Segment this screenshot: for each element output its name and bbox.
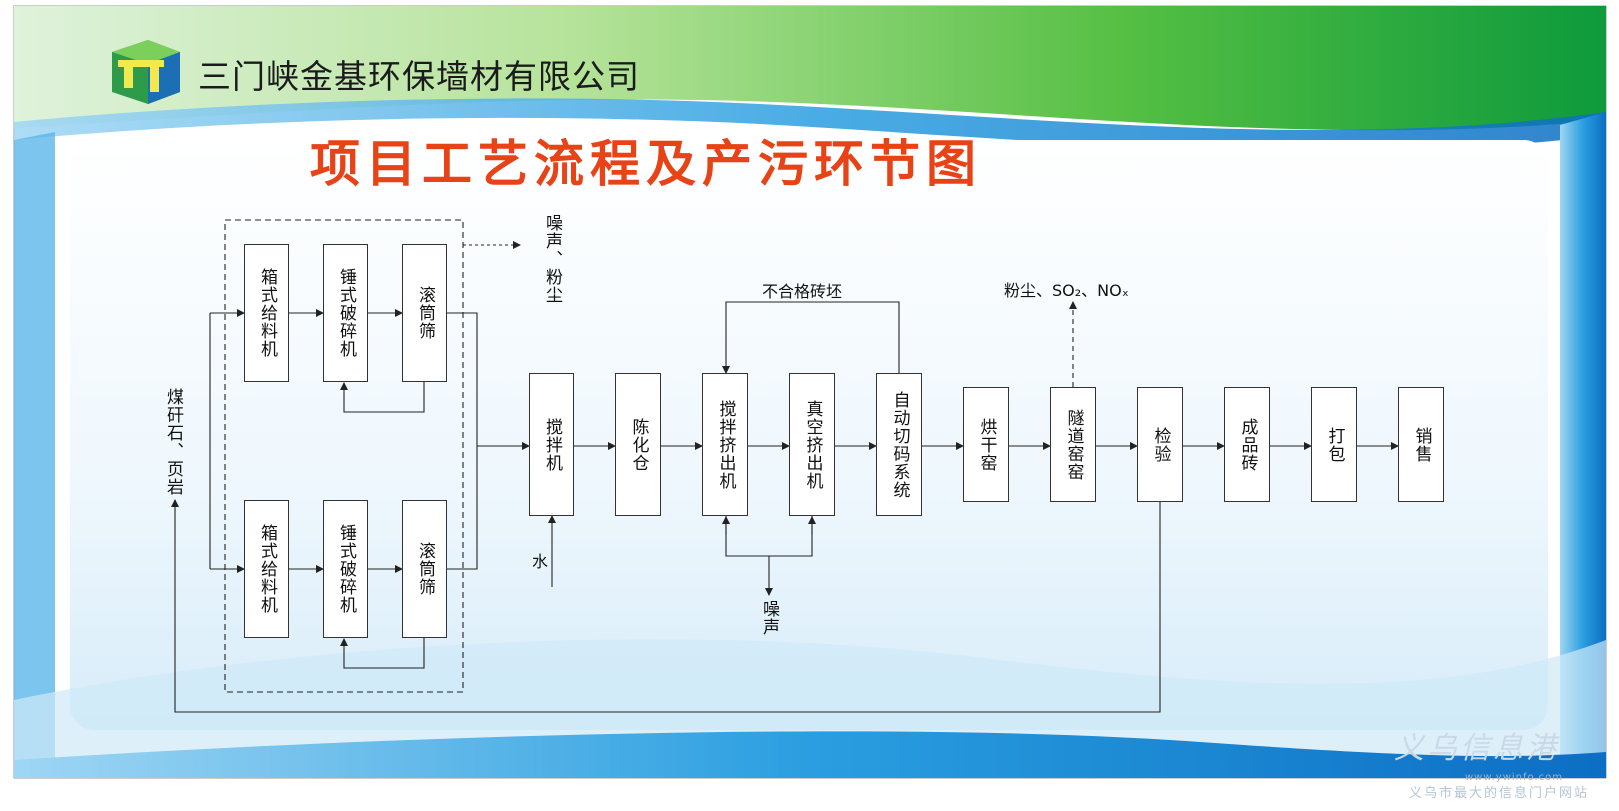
process-packing: 打包 (1311, 387, 1357, 502)
process-mixer-label: 搅拌机 (542, 417, 562, 472)
process-vacuum-extruder-label: 真空挤出机 (802, 399, 823, 490)
process-packing-label: 打包 (1324, 426, 1345, 463)
watermark-url: www.ywinfo.com (1464, 772, 1563, 783)
process-drying-kiln-label: 烘干窑 (976, 417, 997, 472)
process-tunnel-kiln: 隧道窑窑 (1050, 387, 1096, 502)
raw-material-label: 煤矸石、页岩 (163, 388, 183, 496)
watermark-slogan: 义乌市最大的信息门户网站 (1408, 786, 1589, 801)
top-screen-outflow (447, 312, 478, 570)
top-banner (14, 6, 1606, 131)
process-mixer: 搅拌机 (529, 373, 574, 516)
top-swoosh (14, 98, 1606, 152)
water-label: 水 (532, 552, 549, 571)
bottom-box-feeder: 箱式给料机 (244, 500, 289, 638)
top-box-feeder: 箱式给料机 (244, 244, 289, 382)
process-finished-brick-label: 成品砖 (1237, 417, 1258, 472)
company-name: 三门峡金基环保墙材有限公司 (198, 57, 640, 96)
bottom-box-feeder-label: 箱式给料机 (257, 524, 277, 614)
process-inspection-label: 检验 (1150, 426, 1171, 463)
bottom-box-crusher-label: 锤式破碎机 (336, 524, 356, 614)
process-vacuum-extruder: 真空挤出机 (789, 373, 835, 516)
arrow-reject-loop (722, 301, 900, 374)
reject-brick-label: 不合格砖坯 (762, 282, 843, 301)
arrow-top-screen-return (340, 382, 425, 413)
process-auto-cutting-label: 自动切码系统 (889, 390, 910, 499)
top-box-screen: 滚筒筛 (402, 244, 447, 382)
watermark-logo-text: 义乌信息港 (1394, 731, 1559, 766)
process-drying-kiln: 烘干窑 (963, 387, 1009, 502)
process-finished-brick: 成品砖 (1224, 387, 1270, 502)
top-box-screen-label: 滚筒筛 (415, 286, 435, 340)
arrow-inspection-return (171, 499, 1161, 713)
bottom-band (14, 731, 1606, 778)
noise-label: 噪声 (759, 600, 779, 636)
crusher-enclosure (224, 219, 464, 693)
extruder-noise-collector (725, 516, 813, 557)
left-frame (14, 132, 55, 770)
kiln-emissions-label: 粉尘、SO₂、NOₓ (1004, 281, 1129, 300)
process-auto-cutting: 自动切码系统 (876, 373, 922, 516)
top-box-feeder-label: 箱式给料机 (257, 268, 277, 358)
process-tunnel-kiln-label: 隧道窑窑 (1063, 408, 1084, 481)
bottom-box-screen: 滚筒筛 (402, 500, 447, 638)
process-sales-label: 销售 (1411, 426, 1432, 463)
company-logo-icon (112, 40, 180, 104)
bottom-box-crusher: 锤式破碎机 (323, 500, 368, 638)
noise-dust-label: 噪声、粉尘 (542, 214, 562, 304)
bottom-box-screen-label: 滚筒筛 (415, 542, 435, 596)
process-mixing-extruder: 搅拌挤出机 (702, 373, 748, 516)
process-inspection: 检验 (1137, 387, 1183, 502)
top-box-crusher: 锤式破碎机 (323, 244, 368, 382)
diagram-title: 项目工艺流程及产污环节图 (310, 135, 982, 193)
process-aging-silo: 陈化仓 (615, 373, 661, 516)
right-frame (1560, 112, 1606, 778)
top-box-crusher-label: 锤式破碎机 (336, 268, 356, 358)
process-mixing-extruder-label: 搅拌挤出机 (715, 399, 736, 490)
arrow-bottom-screen-return (340, 638, 425, 669)
process-sales: 销售 (1398, 387, 1444, 502)
process-aging-silo-label: 陈化仓 (628, 417, 649, 472)
